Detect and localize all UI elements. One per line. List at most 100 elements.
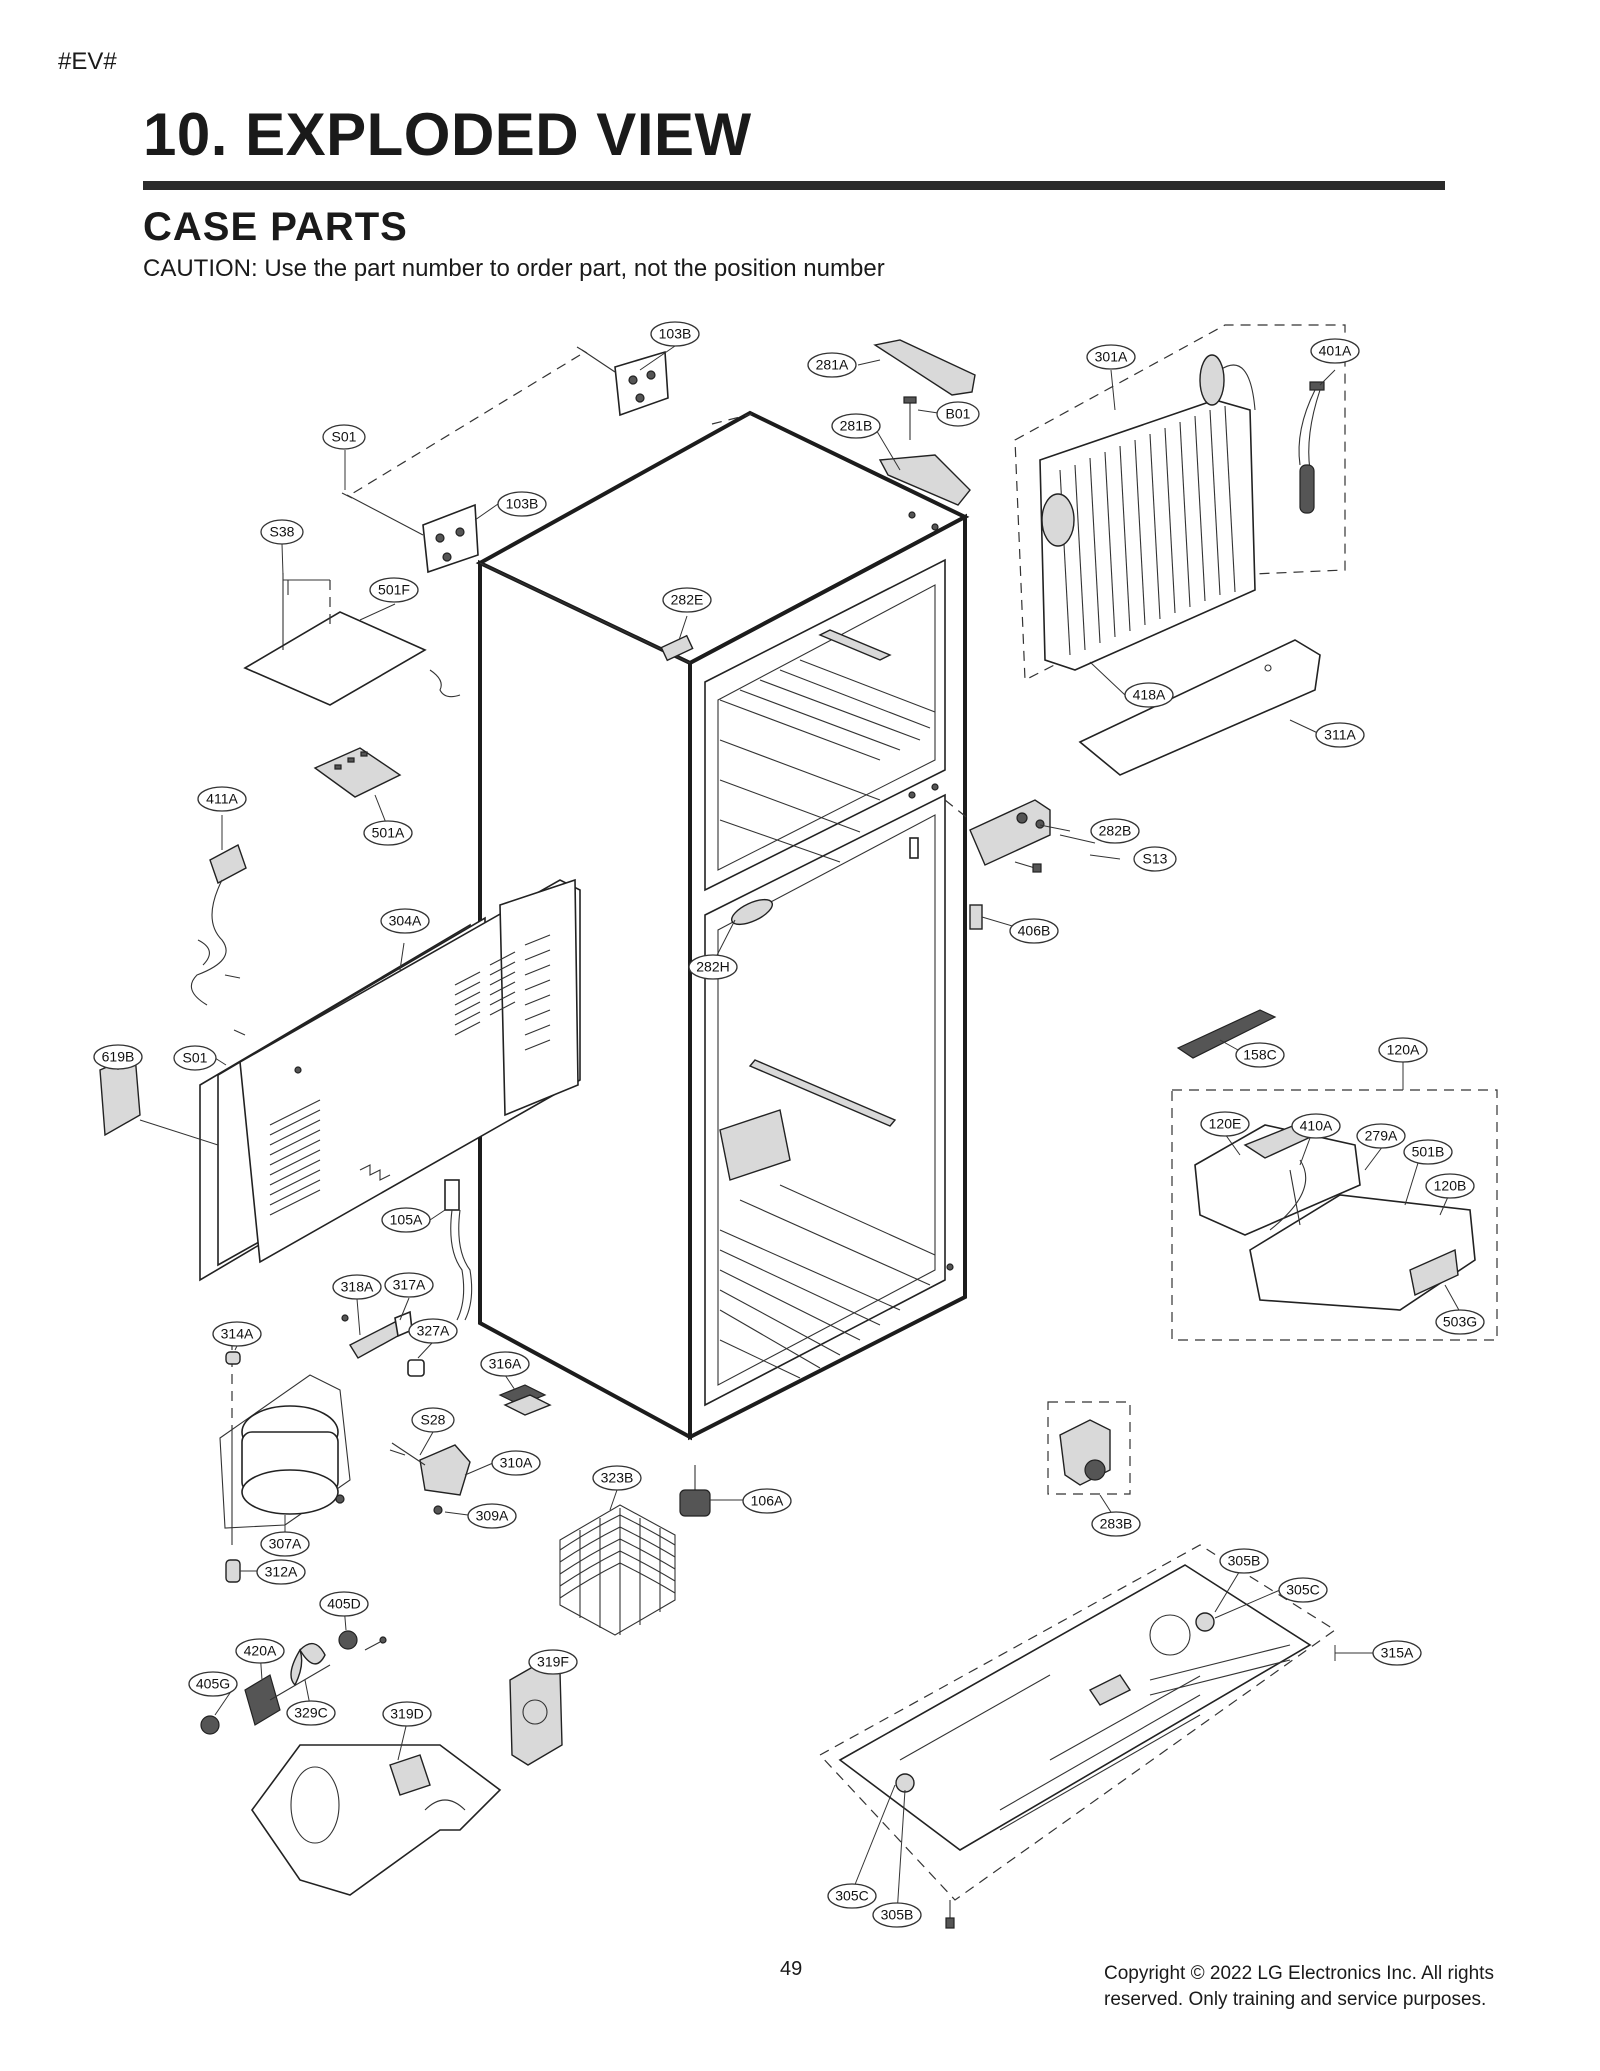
bracket-310A: [391, 1442, 471, 1515]
callout-406B: 406B: [1009, 918, 1059, 944]
section-title: CASE PARTS: [143, 205, 408, 249]
svg-text:S38: S38: [270, 524, 295, 540]
part-327A: [407, 1359, 425, 1377]
svg-text:405G: 405G: [196, 1676, 230, 1692]
callout-305B-bottom: 305B: [872, 1902, 922, 1928]
copyright-line-1: Copyright © 2022 LG Electronics Inc. All…: [1104, 1963, 1494, 1984]
callout-501B: 501B: [1403, 1139, 1453, 1165]
relay-318A-317A: [341, 1310, 413, 1359]
callout-103B-mid: 103B: [497, 491, 547, 517]
svg-text:319F: 319F: [537, 1654, 569, 1670]
callout-318A: 318A: [332, 1274, 382, 1300]
callout-503G: 503G: [1435, 1309, 1485, 1335]
part-405G: [200, 1715, 220, 1735]
svg-text:310A: 310A: [500, 1455, 533, 1471]
leveling-foot-106A: [679, 1465, 711, 1517]
svg-text:406B: 406B: [1018, 923, 1051, 939]
callout-106A: 106A: [742, 1488, 792, 1514]
svg-text:106A: 106A: [751, 1493, 784, 1509]
svg-text:503G: 503G: [1443, 1314, 1477, 1330]
svg-text:318A: 318A: [341, 1279, 374, 1295]
part-316A: [498, 1384, 552, 1416]
svg-text:501F: 501F: [378, 582, 410, 598]
svg-text:105A: 105A: [390, 1212, 423, 1228]
svg-text:309A: 309A: [476, 1508, 509, 1524]
callout-319F: 319F: [528, 1649, 578, 1675]
callout-619B: 619B: [93, 1044, 143, 1070]
svg-text:120B: 120B: [1434, 1178, 1467, 1194]
callout-103B-top: 103B: [650, 321, 700, 347]
grommet-314A: [225, 1351, 241, 1365]
screws: [233, 580, 406, 1651]
part-406B: [969, 904, 983, 930]
svg-text:501B: 501B: [1412, 1144, 1445, 1160]
svg-text:327A: 327A: [417, 1323, 450, 1339]
callout-311A: 311A: [1315, 722, 1365, 748]
callout-401A: 401A: [1310, 338, 1360, 364]
svg-text:411A: 411A: [206, 791, 238, 807]
svg-text:311A: 311A: [1324, 727, 1356, 743]
part-103B-mid: [422, 503, 479, 574]
power-cord-411A: [190, 843, 247, 1006]
callout-411A: 411A: [197, 786, 247, 812]
callout-316A: 316A: [480, 1351, 530, 1377]
compressor-307A: [219, 1340, 351, 1545]
svg-text:317A: 317A: [393, 1277, 426, 1293]
svg-text:282B: 282B: [1099, 823, 1132, 839]
drain-pipe-105A: [444, 1179, 473, 1321]
harness-401A: [1298, 381, 1325, 514]
document-tag: #EV#: [58, 48, 117, 75]
callout-305B-top: 305B: [1219, 1548, 1269, 1574]
callout-S01-left: S01: [173, 1045, 217, 1071]
svg-text:307A: 307A: [269, 1536, 302, 1552]
part-281A: [873, 339, 976, 396]
callout-282H: 282H: [688, 954, 738, 980]
page-number: 49: [780, 1958, 803, 1980]
callout-S13: S13: [1133, 846, 1177, 872]
svg-text:305C: 305C: [1286, 1582, 1319, 1598]
refrigerator-cabinet: [475, 410, 983, 1441]
callout-309A: 309A: [467, 1503, 517, 1529]
svg-text:418A: 418A: [1133, 687, 1166, 703]
callout-282E: 282E: [662, 587, 712, 613]
top-hinge-parts: [341, 339, 976, 574]
svg-text:304A: 304A: [389, 913, 422, 929]
callout-314A: 314A: [212, 1321, 262, 1347]
callout-405D: 405D: [319, 1591, 369, 1617]
callout-405G: 405G: [188, 1671, 238, 1697]
callout-310A: 310A: [491, 1450, 541, 1476]
svg-text:305C: 305C: [835, 1888, 868, 1904]
svg-text:619B: 619B: [102, 1049, 135, 1065]
middle-hinge-282B: [944, 799, 1096, 873]
callout-120B: 120B: [1425, 1173, 1475, 1199]
callout-501A: 501A: [363, 820, 413, 846]
control-box-120A: [1171, 1089, 1498, 1341]
callout-282B: 282B: [1090, 818, 1140, 844]
control-cover-501F: [243, 573, 461, 706]
evaporator-301A: [1014, 324, 1346, 681]
fan-shroud-319F: [509, 1659, 563, 1766]
svg-text:319D: 319D: [390, 1706, 423, 1722]
callout-304A: 304A: [380, 908, 430, 934]
fan-housing-319D: [251, 1744, 502, 1896]
svg-text:279A: 279A: [1365, 1128, 1398, 1144]
part-282E: [660, 634, 694, 662]
callout-323B: 323B: [592, 1465, 642, 1491]
copyright-line-2: reserved. Only training and service purp…: [1104, 1989, 1487, 2010]
caution-note: CAUTION: Use the part number to order pa…: [143, 255, 885, 282]
back-panel-304A: [199, 878, 581, 1282]
svg-text:315A: 315A: [1381, 1645, 1414, 1661]
base-plate-315A: [819, 1544, 1337, 1929]
callout-305C-bottom: 305C: [827, 1883, 877, 1909]
svg-text:305B: 305B: [881, 1907, 914, 1923]
svg-text:410A: 410A: [1300, 1118, 1333, 1134]
grommet-312A: [225, 1559, 241, 1583]
svg-text:S01: S01: [183, 1050, 208, 1066]
callout-319D: 319D: [382, 1701, 432, 1727]
callout-S01-top: S01: [322, 424, 366, 450]
callout-329C: 329C: [286, 1700, 336, 1726]
callout-281A: 281A: [807, 352, 857, 378]
part-282H: [731, 898, 773, 926]
svg-text:329C: 329C: [294, 1705, 327, 1721]
